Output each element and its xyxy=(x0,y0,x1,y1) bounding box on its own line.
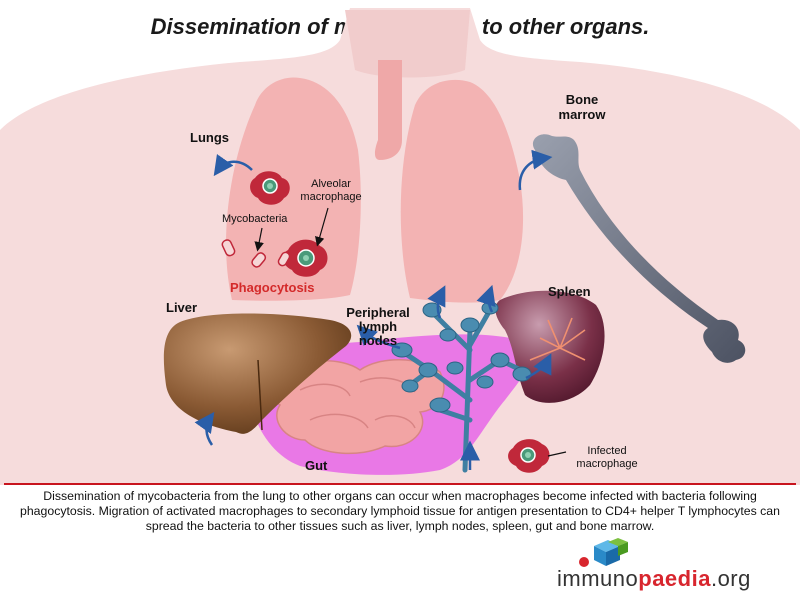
label-bone-marrow-line1: Bone xyxy=(565,92,599,107)
label-alveolar-macrophage: Alveolar macrophage xyxy=(298,178,364,204)
label-liver: Liver xyxy=(166,300,198,315)
label-bone-marrow: Bone marrow xyxy=(552,92,612,122)
label-gut: Gut xyxy=(305,458,328,473)
label-peripheral-line3: nodes xyxy=(358,333,398,348)
neck-shade xyxy=(345,10,470,78)
label-bone-marrow-line2: marrow xyxy=(558,107,606,122)
label-spleen: Spleen xyxy=(548,284,591,299)
mycobacteria xyxy=(221,239,291,268)
dissemination-illustration xyxy=(0,8,800,485)
label-lungs: Lungs xyxy=(190,130,229,145)
right-lung xyxy=(400,79,524,303)
macrophage-alveolar xyxy=(283,239,328,277)
pointer-lines xyxy=(254,207,567,457)
trachea xyxy=(374,60,402,160)
immunopaedia-logo: immunopaedia.org xyxy=(557,566,751,592)
macrophage-lung-1 xyxy=(250,171,290,205)
lymph-nodes xyxy=(391,301,532,413)
gut xyxy=(269,359,445,455)
figure-caption: Dissemination of mycobacteria from the l… xyxy=(20,489,780,533)
label-mycobacteria: Mycobacteria xyxy=(222,213,288,225)
logo-part-immuno: immuno xyxy=(557,566,639,591)
caption-separator xyxy=(4,483,796,485)
macrophage-infected xyxy=(508,439,550,473)
label-peripheral-line1: Peripheral xyxy=(346,305,410,320)
logo-part-paedia: paedia xyxy=(638,566,711,591)
label-infected-line2: macrophage xyxy=(576,458,638,470)
immunopaedia-logo-icon xyxy=(579,538,628,567)
dissemination-arrows xyxy=(194,149,553,470)
logo-part-org: .org xyxy=(710,566,751,591)
label-alveolar-line1: Alveolar xyxy=(311,178,351,190)
label-alveolar-line2: macrophage xyxy=(300,191,362,203)
label-phagocytosis: Phagocytosis xyxy=(230,280,315,295)
bone xyxy=(532,134,746,363)
label-peripheral-lymph-nodes: Peripheral lymph nodes xyxy=(338,306,418,348)
label-peripheral-line2: lymph xyxy=(358,319,398,334)
label-infected-line1: Infected xyxy=(587,445,627,457)
liver xyxy=(163,313,352,434)
label-infected-macrophage: Infected macrophage xyxy=(568,445,646,471)
